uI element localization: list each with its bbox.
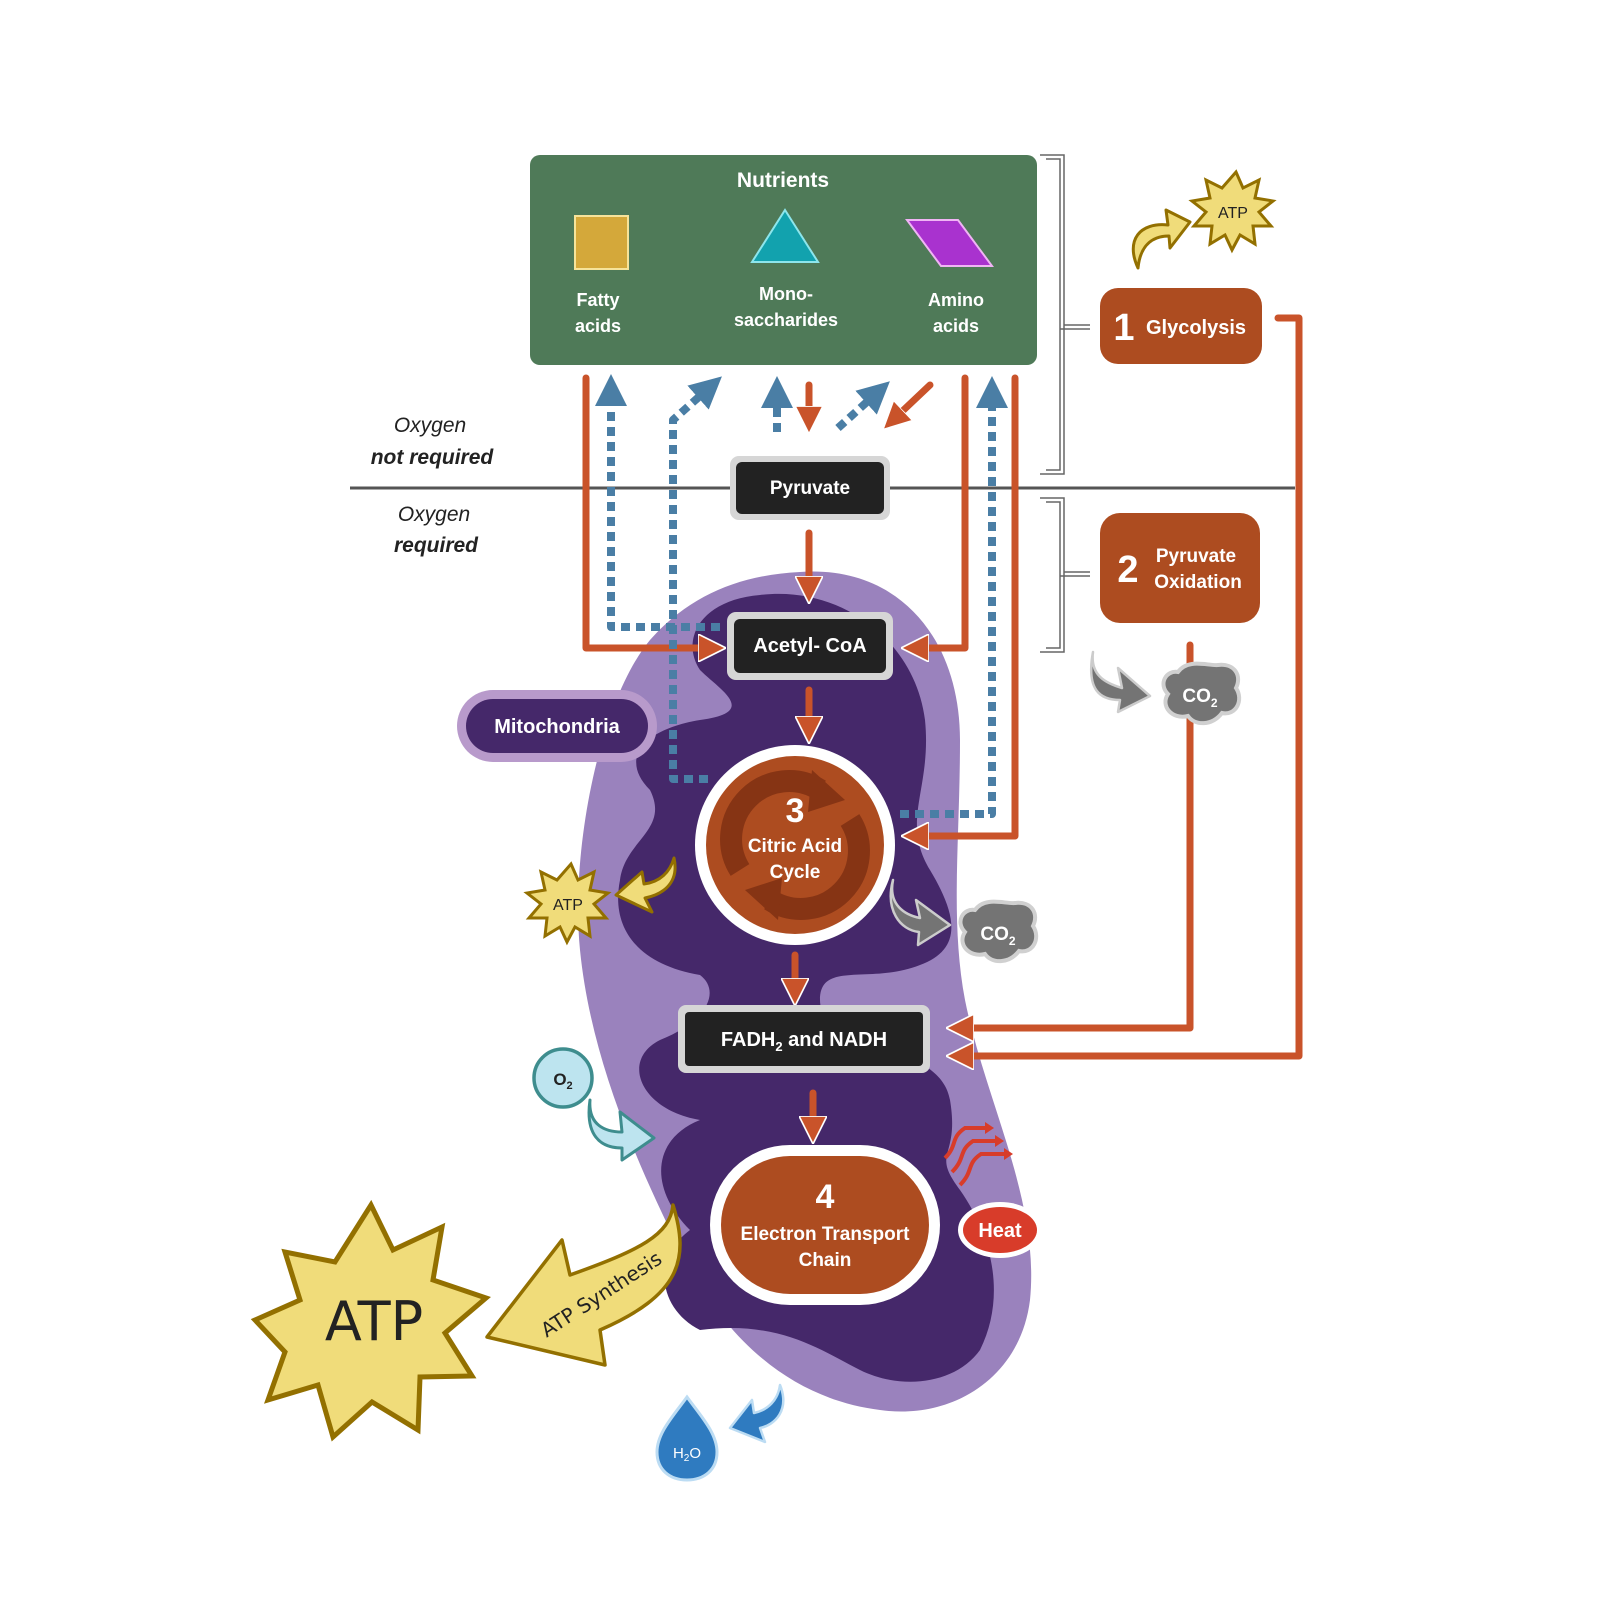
arrow-amino-to-acetyl-coa [915, 374, 969, 648]
pyruvate-label: Pyruvate [770, 478, 850, 499]
co2-cloud-icon [1161, 661, 1242, 726]
mitochondria-label: Mitochondria [494, 716, 620, 738]
citric-acid-atp-output: ATP [523, 856, 677, 946]
mitochondria-label-pill: Mitochondria [457, 690, 657, 762]
o2-arrow-icon [587, 1098, 656, 1162]
pyruvate-oxidation-bracket [1040, 497, 1090, 653]
stage-3-label-line2: Cycle [770, 862, 821, 883]
glycolysis-stage: 1 Glycolysis [1100, 288, 1262, 364]
amino-acids-parallelogram-icon [905, 219, 994, 267]
curved-arrow-icon [1131, 208, 1192, 270]
heat-wave-icon [943, 1126, 985, 1160]
zone-upper-line2: not required [371, 446, 495, 469]
citric-acid-co2-output: CO2 [889, 878, 1039, 964]
cycle-arrowhead-icon [808, 770, 845, 812]
atp-citric-label: ATP [553, 897, 583, 914]
atp-small-label: ATP [1218, 205, 1248, 222]
anabolic-arrows [595, 374, 1008, 818]
fatty-acids-label-line2: acids [575, 316, 621, 336]
atp-synthesis-arrow-icon [485, 1203, 682, 1367]
arrow-pyruvate-oxidation-to-fadh2 [960, 641, 1194, 1028]
fadh2-nadh-label: FADH2 and NADH [721, 1029, 887, 1054]
stage-4-label-line2: Chain [799, 1250, 852, 1271]
stage-brackets [1040, 154, 1090, 653]
stage-4-label-line1: Electron Transport [741, 1224, 911, 1245]
fadh2-nadh-box: FADH2 and NADH [678, 1005, 930, 1073]
glycolysis-atp-output: ATP [1131, 169, 1277, 270]
o2-bubble-icon [532, 1047, 594, 1109]
stage-2-label-line2: Oxidation [1154, 572, 1242, 593]
o2-label: O2 [553, 1070, 572, 1092]
atp-synthesis-output: ATP Synthesis ATP [250, 1199, 682, 1442]
heat-badge: Heat [958, 1202, 1042, 1258]
stage-2-label-line1: Pyruvate [1156, 546, 1236, 567]
heat-wave-icon [958, 1152, 1004, 1187]
zone-lower-line1: Oxygen [398, 503, 470, 526]
heat-label: Heat [978, 1220, 1022, 1242]
monosaccharides-triangle-icon [750, 208, 820, 263]
fatty-acids-label-line1: Fatty [576, 290, 619, 310]
stage-2-number: 2 [1117, 549, 1138, 591]
nutrients-title: Nutrients [737, 169, 829, 192]
stage-3-label-line1: Citric Acid [748, 836, 842, 857]
oxygen-input: O2 [532, 1047, 656, 1162]
stage-1-number: 1 [1113, 307, 1134, 349]
co2-label: CO2 [1182, 686, 1218, 710]
curved-arrow-icon [614, 856, 677, 914]
heat-wave-icon [950, 1139, 995, 1174]
atp-large-starburst-icon [250, 1199, 491, 1442]
water-arrow-icon [728, 1383, 785, 1444]
cycle-arrows-icon [720, 770, 870, 920]
zone-lower-line2: required [394, 534, 479, 557]
zone-upper-line1: Oxygen [394, 414, 466, 437]
amino-acids-label-line1: Amino [928, 290, 984, 310]
water-output: H2O [655, 1383, 785, 1482]
catabolic-arrows [582, 314, 1303, 1130]
pyruvate-box: Pyruvate [730, 456, 890, 520]
gray-curved-arrow-icon [1090, 650, 1152, 714]
dashed-arrow-acetyl-coa-to-fatty-acids [595, 374, 720, 631]
dashed-arrow-citric-to-mono [669, 376, 722, 783]
h2o-label: H2O [673, 1445, 701, 1464]
gray-curved-arrow-icon [889, 878, 952, 947]
heat-output [943, 1126, 1004, 1187]
water-drop-icon [655, 1394, 719, 1482]
fatty-acids-square-icon [574, 215, 629, 270]
acetyl-coa-box: Acetyl- CoA [727, 612, 893, 680]
amino-acids-label-line2: acids [933, 316, 979, 336]
stage-1-label: Glycolysis [1146, 317, 1246, 339]
cycle-arrowhead-icon [745, 878, 782, 920]
pyruvate-oxidation-stage: 2 Pyruvate Oxidation [1100, 513, 1260, 623]
acetyl-coa-label: Acetyl- CoA [753, 635, 866, 657]
electron-transport-chain-node: 4 Electron Transport Chain [710, 1145, 940, 1305]
citric-acid-cycle-node: 3 Citric Acid Cycle [695, 745, 895, 945]
atp-starburst-icon [1188, 169, 1277, 254]
pyruvate-oxidation-co2-output: CO2 [1090, 650, 1242, 726]
atp-large-label: ATP [325, 1290, 423, 1353]
co2-label: CO2 [980, 924, 1016, 948]
dashed-arrow-citric-to-amino [900, 376, 1008, 818]
arrow-amino-to-citric-acid [915, 374, 1019, 836]
heat-arrowheads [985, 1122, 1013, 1160]
atp-starburst-icon [523, 861, 612, 946]
stage-4-number: 4 [816, 1178, 835, 1216]
stage-3-number: 3 [786, 792, 805, 830]
dashed-arrow-pyruvate-to-amino [835, 381, 890, 431]
nutrients-box: Nutrients Fatty acids Mono- saccharides … [530, 155, 1037, 365]
monosaccharides-label-line2: saccharides [734, 310, 838, 330]
monosaccharides-label-line1: Mono- [759, 284, 813, 304]
arrow-amino-to-pyruvate [893, 381, 934, 420]
co2-cloud-icon [958, 899, 1039, 964]
glycolysis-bracket [1040, 154, 1090, 475]
arrow-glycolysis-to-fadh2 [960, 314, 1303, 1056]
